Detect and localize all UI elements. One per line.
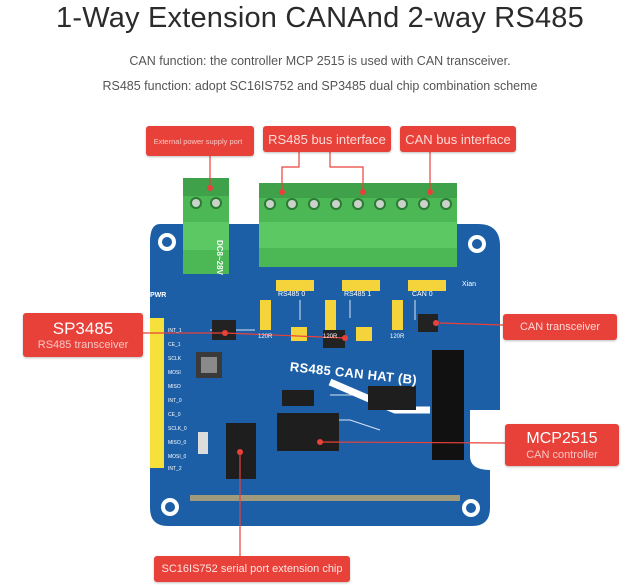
chip-mid-right (368, 386, 416, 410)
callout-sp3485: SP3485 RS485 transceiver (23, 313, 143, 357)
pin-label-mosi0: MOSI_0 (168, 454, 187, 460)
sp3485-subtitle: RS485 transceiver (37, 338, 129, 351)
pin-label-ce1: CE_1 (168, 342, 181, 348)
sp3485-chip-a (212, 320, 236, 340)
resistor-label-c: 120R (390, 334, 405, 340)
jumper-120r-b (325, 300, 336, 330)
resistor-label-b: 120R (323, 334, 338, 340)
callout-external-power: External power supply port (146, 126, 254, 156)
terminal-block-rs485-1 (325, 183, 391, 267)
xian-label: Xian (462, 281, 477, 288)
mcp2515-title: MCP2515 (526, 429, 598, 447)
pin-label-miso0: MISO_0 (168, 440, 187, 446)
rs485-function-text: RS485 function: adopt SC16IS752 and SP34… (102, 79, 538, 93)
callout-can-transceiver: CAN transceiver (503, 314, 617, 340)
gpio-socket (432, 350, 464, 460)
pin-label-int0: INT_0 (168, 398, 182, 404)
can-transceiver-chip (418, 314, 438, 332)
page-title: 1-Way Extension CANAnd 2-way RS485 (56, 2, 584, 34)
pin-label-sclk0: SCLK_0 (168, 426, 187, 432)
pin-label-mosi: MOSI (168, 370, 181, 376)
can-function-text: CAN function: the controller MCP 2515 is… (129, 54, 511, 68)
mcp2515-subtitle: CAN controller (526, 448, 598, 461)
callout-sc16is752: SC16IS752 serial port extension chip (154, 556, 350, 582)
terminal-label-rs485-0: RS485 0 (278, 291, 306, 298)
terminal-block-can-0 (391, 183, 457, 267)
pin-label-miso: MISO (168, 384, 181, 390)
dc-label: DC8~28V (215, 240, 224, 275)
sp3485-title: SP3485 (52, 318, 114, 338)
pin-label-sclk: SCLK (168, 356, 182, 362)
jumper-can-0 (408, 280, 446, 291)
pin-label-int2: INT_2 (168, 466, 182, 472)
jumper-120r-a (260, 300, 271, 330)
pin-label-ce0: CE_0 (168, 412, 181, 418)
jumper-120r-c (392, 300, 403, 330)
sp3485-chip-b (323, 330, 345, 348)
terminal-block-rs485-0 (259, 183, 325, 267)
jumper-mid-2 (356, 327, 372, 341)
crystal (198, 432, 208, 454)
jumper-rs485-0 (276, 280, 314, 291)
terminal-label-can-0: CAN 0 (412, 291, 433, 298)
callout-mcp2515: MCP2515 CAN controller (505, 424, 619, 466)
callout-rs485-bus: RS485 bus interface (263, 126, 391, 152)
jumper-rs485-1 (342, 280, 380, 291)
pin-label-int1: INT_1 (168, 328, 182, 334)
header-pins-side (150, 318, 164, 468)
mcp2515-chip (277, 413, 339, 451)
chip-small (282, 390, 314, 406)
resistor-label-a: 120R (258, 334, 273, 340)
callout-can-bus: CAN bus interface (400, 126, 516, 152)
pwr-label: PWR (150, 292, 167, 299)
jumper-mid-1 (291, 327, 307, 341)
terminal-label-rs485-1: RS485 1 (344, 291, 372, 298)
